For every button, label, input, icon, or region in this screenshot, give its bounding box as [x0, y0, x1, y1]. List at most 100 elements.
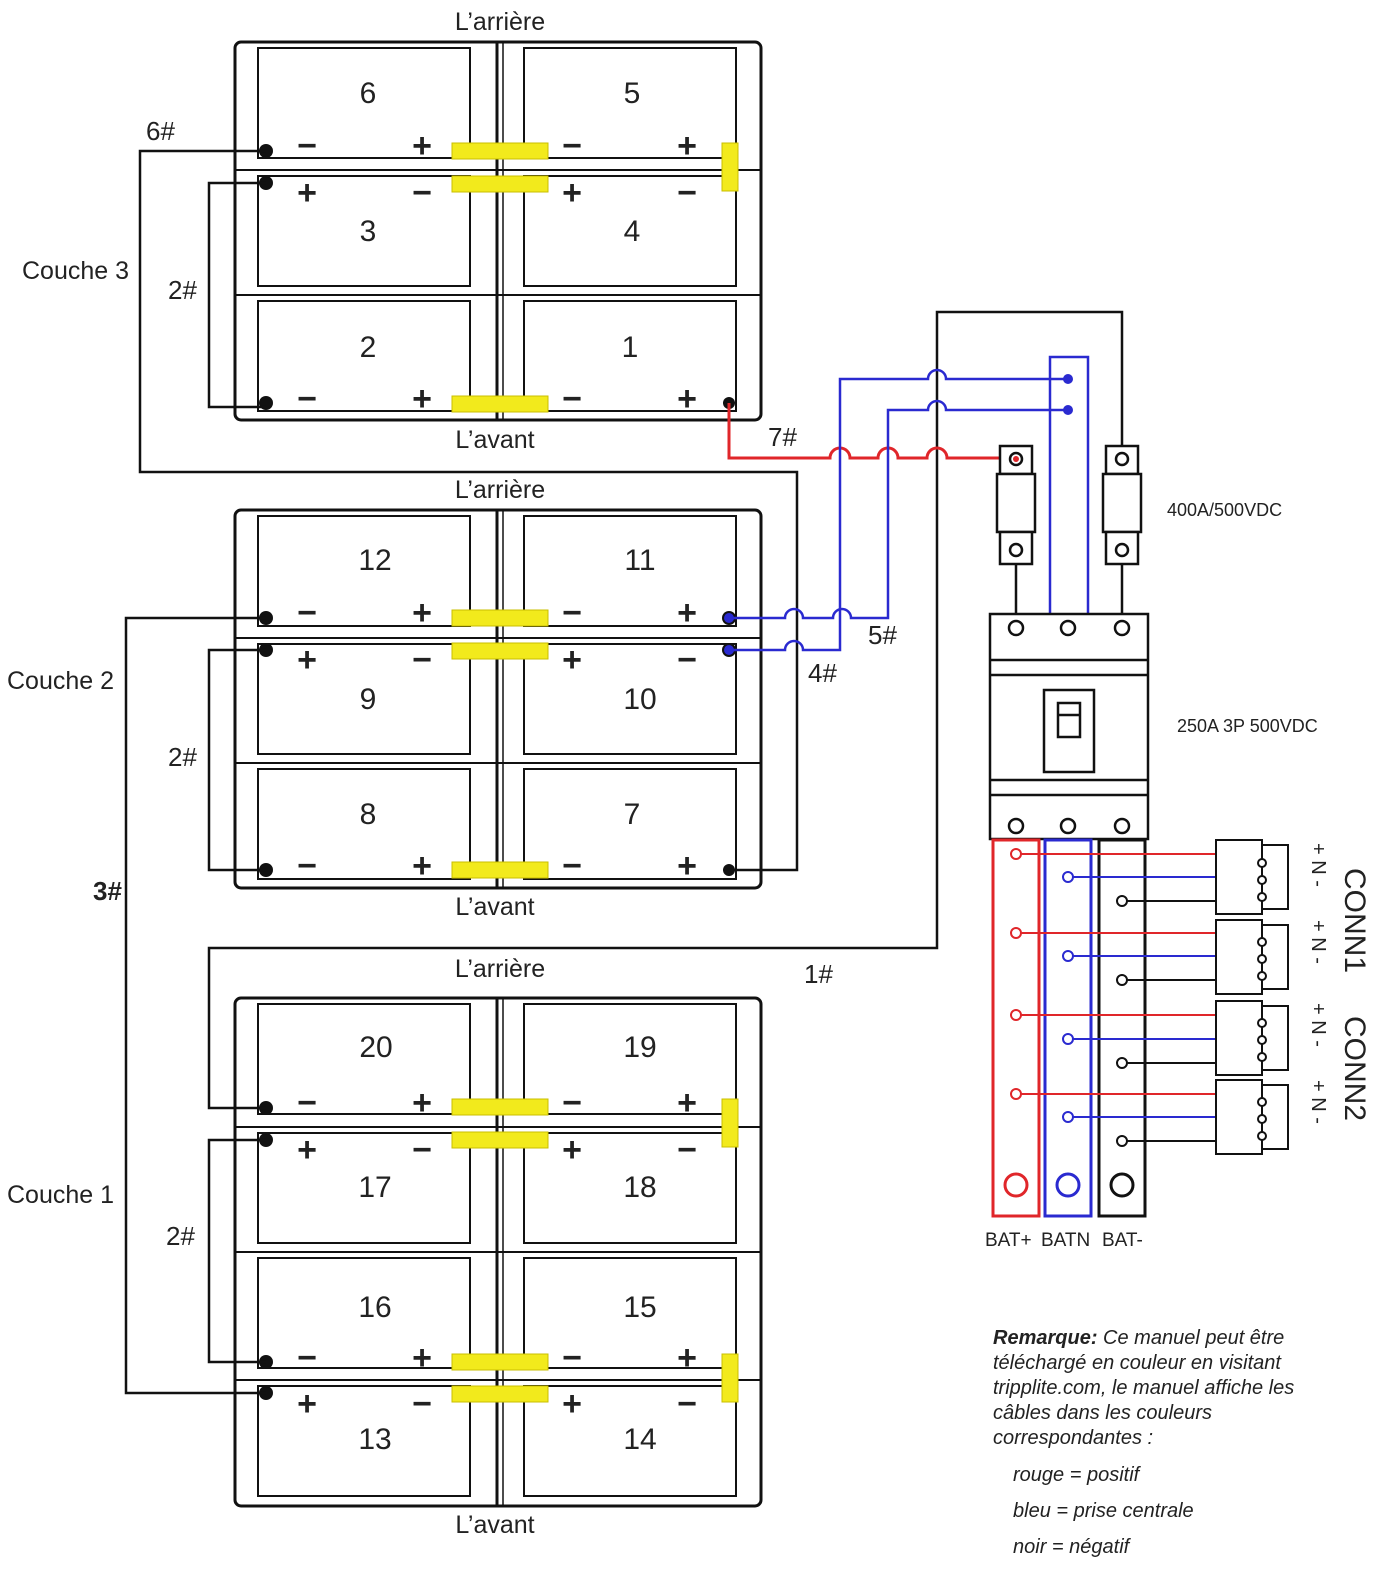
bat-minus-label: BAT-	[1102, 1230, 1143, 1251]
svg-text:−: −	[297, 380, 317, 418]
rear-label-layer3: L’arrière	[455, 8, 545, 36]
battery-4: 4	[624, 215, 641, 248]
battery-cabinet-layer1	[233, 996, 763, 1508]
connector-wires	[1016, 853, 1220, 1142]
svg-text:+: +	[677, 594, 697, 632]
layer2-label: Couche 2	[7, 667, 114, 695]
breaker-spec-label: 250A 3P 500VDC	[1177, 716, 1318, 736]
layer3-label: Couche 3	[22, 257, 129, 285]
legend-center-tap: bleu = prise centrale	[1013, 1500, 1194, 1522]
fuse-spec-label: 400A/500VDC	[1167, 500, 1282, 520]
svg-text:−: −	[562, 594, 582, 632]
svg-text:+: +	[412, 127, 432, 165]
cable-7-label: 7#	[768, 422, 797, 452]
fuse-positive-input	[1013, 456, 1019, 462]
battery-2: 2	[360, 331, 377, 364]
svg-text:+: +	[562, 1385, 582, 1423]
series-link-bars	[451, 142, 739, 1403]
svg-text:−: −	[677, 174, 697, 212]
battery-6: 6	[360, 77, 377, 110]
polarity-signs: − + − + + − + − − + − + − + − + + − + − …	[297, 127, 697, 1423]
svg-text:+: +	[677, 127, 697, 165]
svg-text:−: −	[562, 847, 582, 885]
battery-numbers: 6 5 3 4 2 1 12 11 9 10 8 7 20 19 17 18 1…	[358, 77, 656, 1456]
cable-4-label: 4#	[808, 658, 837, 688]
svg-text:+: +	[677, 380, 697, 418]
battery-cabinet-layer3	[233, 40, 763, 422]
svg-text:−: −	[297, 594, 317, 632]
bat-plus-label: BAT+	[985, 1230, 1032, 1251]
svg-text:−: −	[297, 847, 317, 885]
svg-text:−: −	[562, 380, 582, 418]
battery-18: 18	[623, 1171, 656, 1204]
blue-cable-endpoints	[724, 374, 1073, 655]
svg-text:−: −	[412, 641, 432, 679]
svg-text:−: −	[297, 1339, 317, 1377]
battery-panels	[257, 47, 737, 1497]
conn-pins-2: + N -	[1307, 920, 1329, 964]
battery-17: 17	[358, 1171, 391, 1204]
front-label-layer2: L’avant	[455, 893, 534, 921]
note-heading: Remarque:	[993, 1327, 1098, 1349]
svg-text:−: −	[297, 127, 317, 165]
cable-2-label-layer2: 2#	[168, 742, 197, 772]
svg-text:+: +	[412, 847, 432, 885]
rear-label-layer1: L’arrière	[455, 955, 545, 983]
cable-6-label: 6#	[146, 116, 175, 146]
bat-n-label: BATN	[1041, 1230, 1090, 1251]
bus-bar-center	[1043, 838, 1093, 1218]
svg-text:+: +	[412, 1084, 432, 1122]
layer1-label: Couche 1	[7, 1181, 114, 1209]
color-note: Remarque: Ce manuel peut être téléchargé…	[993, 1326, 1353, 1565]
svg-text:−: −	[677, 1131, 697, 1169]
svg-text:+: +	[412, 380, 432, 418]
svg-text:−: −	[677, 1385, 697, 1423]
svg-text:+: +	[412, 1339, 432, 1377]
blue-cables	[729, 355, 1090, 652]
svg-text:+: +	[297, 1131, 317, 1169]
svg-text:−: −	[412, 1385, 432, 1423]
front-label-layer1: L’avant	[455, 1511, 534, 1539]
battery-20: 20	[359, 1031, 392, 1064]
svg-text:+: +	[562, 174, 582, 212]
legend-negative: noir = négatif	[1013, 1536, 1130, 1558]
black-cables	[124, 149, 1124, 1395]
battery-8: 8	[360, 798, 377, 831]
battery-19: 19	[623, 1031, 656, 1064]
connector-blocks	[1215, 839, 1289, 1155]
rear-label-layer2: L’arrière	[455, 476, 545, 504]
cable-2-label-layer1: 2#	[166, 1221, 195, 1251]
battery-10: 10	[623, 683, 656, 716]
battery-cabinet-layer2	[233, 508, 763, 890]
battery-5: 5	[624, 77, 641, 110]
battery-3: 3	[360, 215, 377, 248]
note-paragraph: Remarque: Ce manuel peut être téléchargé…	[993, 1326, 1353, 1451]
cable-3-label: 3#	[93, 876, 122, 906]
battery-13: 13	[358, 1423, 391, 1456]
cable-5-label: 5#	[868, 620, 897, 650]
conn1-label: CONN1	[1338, 868, 1371, 973]
battery-12: 12	[358, 544, 391, 577]
svg-text:−: −	[412, 1131, 432, 1169]
battery-1: 1	[622, 331, 639, 364]
battery-11: 11	[624, 544, 655, 577]
cable-2-label-layer3: 2#	[168, 275, 197, 305]
svg-text:+: +	[677, 847, 697, 885]
svg-text:−: −	[297, 1084, 317, 1122]
legend-positive: rouge = positif	[1013, 1464, 1140, 1486]
battery-14: 14	[623, 1423, 656, 1456]
battery-15: 15	[623, 1291, 656, 1324]
fuse-positive	[995, 444, 1037, 614]
battery-9: 9	[360, 683, 377, 716]
battery-7: 7	[624, 798, 641, 831]
red-cable-7	[727, 403, 1015, 460]
svg-text:−: −	[677, 641, 697, 679]
cable-1-label: 1#	[804, 959, 833, 989]
conn-pins-3: + N -	[1307, 1003, 1329, 1047]
svg-text:+: +	[562, 641, 582, 679]
svg-text:+: +	[297, 1385, 317, 1423]
front-label-layer3: L’avant	[455, 426, 534, 454]
svg-text:+: +	[297, 641, 317, 679]
svg-text:−: −	[562, 1084, 582, 1122]
